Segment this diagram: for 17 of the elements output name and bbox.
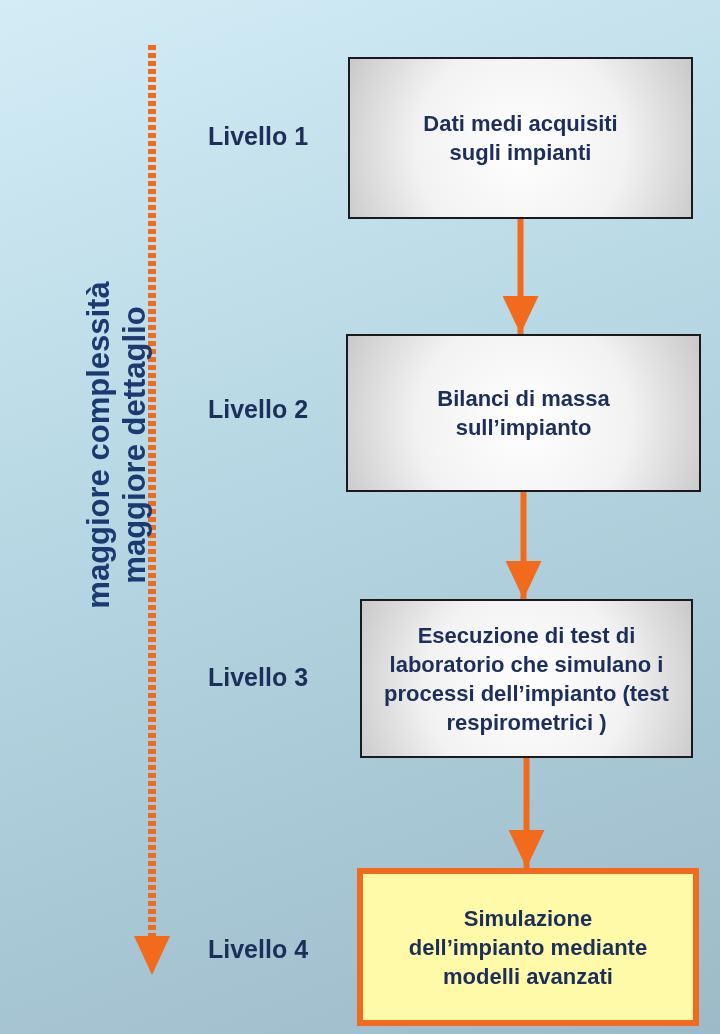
level-label: Livello 2 [208, 394, 309, 426]
process-box [360, 599, 693, 758]
level-label: Livello 4 [208, 934, 309, 966]
process-box [357, 868, 699, 1026]
box-text: Esecuzione di test di laboratorio che simulano i processi dell’impianto (test respirometrici ) [383, 621, 670, 737]
box-text: Dati medi acquisiti sugli impianti [422, 110, 619, 167]
level-label: Livello 3 [208, 662, 309, 694]
box-text: Bilanci di massa sull’impianto [436, 385, 611, 442]
axis-label: maggiore complessità [81, 281, 117, 609]
process-box [346, 334, 701, 492]
process-box [348, 57, 693, 219]
box-text: Simulazione dell’impianto mediante modelli avanzati [407, 904, 649, 991]
arrow [502, 219, 539, 334]
arrow [508, 758, 545, 868]
arrow [505, 492, 542, 599]
axis-label: maggiore dettaglio [117, 306, 153, 584]
level-label: Livello 1 [208, 121, 309, 153]
